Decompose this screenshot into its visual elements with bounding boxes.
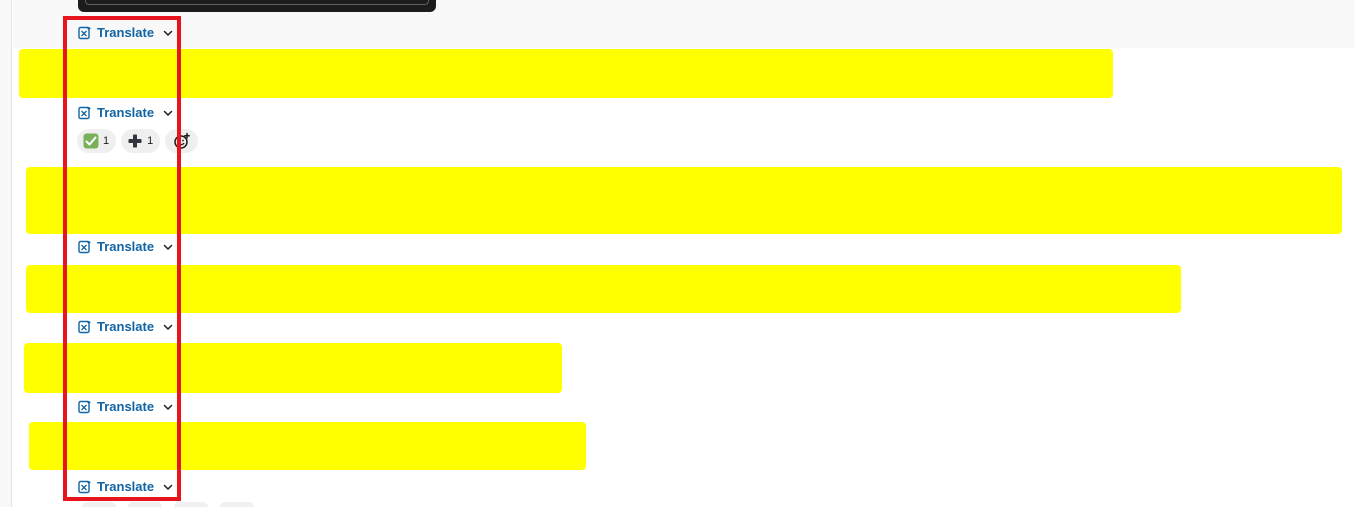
reaction-count: 1 (103, 135, 110, 147)
reaction-pill-partial[interactable] (220, 502, 254, 507)
translate-icon (78, 240, 92, 254)
redacted-message-text (19, 49, 1113, 98)
translate-button[interactable]: Translate (78, 317, 174, 337)
chevron-down-icon (162, 401, 174, 413)
tooltip-inner-border (85, 0, 429, 5)
white-check-mark-icon (83, 133, 99, 149)
translate-icon (78, 106, 92, 120)
chevron-down-icon (162, 107, 174, 119)
add-emoji-icon (173, 132, 191, 150)
translate-icon (78, 320, 92, 334)
message-actions-tooltip (78, 0, 436, 12)
translate-icon (78, 400, 92, 414)
chevron-down-icon (162, 241, 174, 253)
translate-button[interactable]: Translate (78, 397, 174, 417)
add-reaction-button[interactable] (165, 129, 199, 153)
translate-button[interactable]: Translate (78, 477, 174, 497)
translate-label: Translate (97, 479, 155, 494)
translate-button[interactable]: Translate (78, 23, 174, 43)
reaction-plus[interactable]: 1 (121, 129, 161, 153)
translate-label: Translate (97, 25, 155, 40)
redacted-message-text (29, 422, 586, 470)
translate-button[interactable]: Translate (78, 103, 174, 123)
chevron-down-icon (162, 27, 174, 39)
left-gutter (0, 0, 12, 507)
reaction-pill-partial[interactable] (128, 502, 162, 507)
redacted-message-text (26, 265, 1181, 313)
translate-label: Translate (97, 239, 155, 254)
chevron-down-icon (162, 321, 174, 333)
heavy-plus-icon (127, 133, 143, 149)
translate-label: Translate (97, 319, 155, 334)
redacted-message-text (26, 167, 1342, 234)
reaction-pill-partial[interactable] (82, 502, 116, 507)
redacted-message-text (24, 343, 562, 393)
reaction-bar: 1 1 (77, 129, 199, 153)
reaction-count: 1 (147, 135, 154, 147)
translate-label: Translate (97, 399, 155, 414)
translate-label: Translate (97, 105, 155, 120)
chevron-down-icon (162, 481, 174, 493)
translate-icon (78, 26, 92, 40)
translate-button[interactable]: Translate (78, 237, 174, 257)
translate-icon (78, 480, 92, 494)
reaction-check[interactable]: 1 (77, 129, 117, 153)
reaction-pill-partial[interactable] (174, 502, 208, 507)
